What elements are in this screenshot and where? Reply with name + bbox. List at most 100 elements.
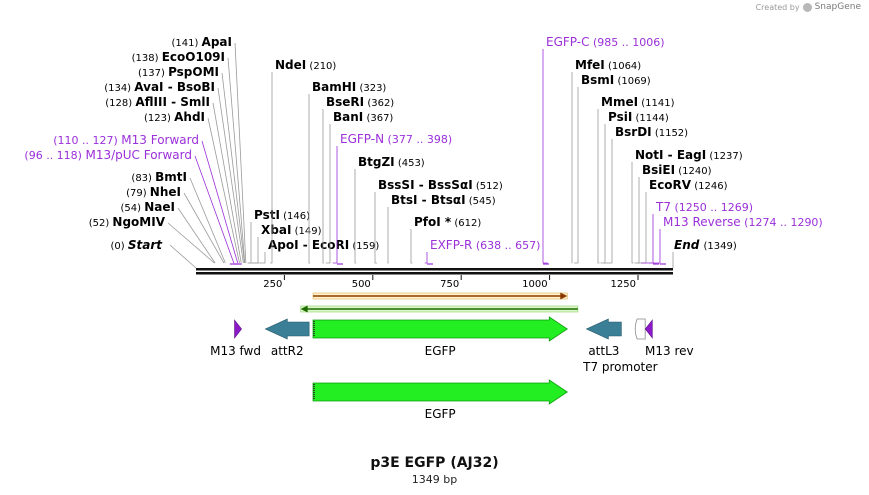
label-bsmi: BsmI (1069) bbox=[581, 73, 651, 87]
leader-apoi-ecori bbox=[252, 252, 266, 264]
leader-start bbox=[169, 244, 197, 269]
leader-pspomi bbox=[221, 72, 245, 264]
leader-nhei bbox=[183, 192, 225, 264]
feature-egfp bbox=[312, 316, 568, 342]
feature-label-m13-fwd: M13 fwd bbox=[210, 344, 261, 358]
feature-attr2 bbox=[264, 318, 310, 340]
label-afliii-smli: (128) AflIII - SmlI bbox=[105, 95, 210, 109]
label-bsrdi: BsrDI (1152) bbox=[615, 125, 688, 139]
credit-prefix: Created by bbox=[755, 2, 800, 12]
leader-ndei bbox=[270, 72, 273, 264]
label-bsssi-bsss-i: BssSI - BssSαI (512) bbox=[378, 178, 503, 192]
translation-egfp bbox=[312, 379, 568, 405]
translation-label: EGFP bbox=[425, 407, 456, 421]
leader-ahdi bbox=[207, 117, 240, 264]
feature-label-egfp: EGFP bbox=[425, 344, 456, 358]
leader-egfp-n bbox=[332, 146, 338, 264]
label-t7: T7 (1250 .. 1269) bbox=[655, 200, 753, 214]
label-ecorv: EcoRV (1246) bbox=[649, 178, 728, 192]
leader-noti-eagi bbox=[631, 162, 634, 264]
label-nhei: (79) NheI bbox=[126, 185, 181, 199]
label-noti-eagi: NotI - EagI (1237) bbox=[635, 148, 743, 162]
credit-brand: SnapGene bbox=[814, 2, 861, 12]
leader-bmti bbox=[189, 177, 226, 264]
tick-label: 1000 bbox=[522, 279, 547, 290]
leader-btsi-bts-i bbox=[387, 207, 389, 264]
leader-psii bbox=[600, 124, 606, 264]
map-length: 1349 bp bbox=[411, 473, 458, 486]
feature-label-m13-rev: M13 rev bbox=[645, 344, 694, 358]
orf-reverse-arrowhead bbox=[300, 305, 308, 313]
snapgene-credit: Created by SnapGene bbox=[756, 2, 861, 12]
label-apai: (141) ApaI bbox=[171, 35, 232, 49]
tick-label: 250 bbox=[263, 279, 282, 290]
label-btgzi: BtgZI (453) bbox=[358, 155, 425, 169]
leader-bsrdi bbox=[603, 139, 613, 264]
label-ahdi: (123) AhdI bbox=[144, 110, 205, 124]
leader-bseri bbox=[322, 109, 325, 264]
leader-naei bbox=[177, 207, 216, 264]
leader-m13-reverse bbox=[649, 229, 661, 264]
label-ngomiv: (52) NgoMIV bbox=[89, 215, 166, 229]
snapgene-logo-icon bbox=[802, 2, 812, 12]
label-mmei: MmeI (1141) bbox=[601, 95, 675, 109]
leader-m13-puc-forward bbox=[194, 155, 235, 264]
label-m13-puc-forward: (96 .. 118) M13/pUC Forward bbox=[24, 148, 192, 162]
label-m13-reverse: M13 Reverse (1274 .. 1290) bbox=[663, 215, 823, 229]
leader-apai bbox=[234, 42, 247, 264]
label-exfp-r: EXFP-R (638 .. 657) bbox=[430, 238, 540, 252]
map-title: p3E EGFP (AJ32) bbox=[370, 455, 499, 471]
label-ecoo109i: (138) EcoO109I bbox=[132, 50, 225, 64]
label-bmti: (83) BmtI bbox=[131, 170, 187, 184]
tick-label: 1250 bbox=[611, 279, 636, 290]
leader-bani bbox=[325, 124, 331, 264]
tick-label: 500 bbox=[352, 279, 371, 290]
leader-ngomiv bbox=[167, 222, 215, 264]
label-egfp-c: EGFP-C (985 .. 1006) bbox=[546, 35, 665, 49]
leader-xbai bbox=[248, 237, 259, 264]
label-naei: (54) NaeI bbox=[121, 200, 175, 214]
label-pfoi: PfoI * (612) bbox=[414, 215, 481, 229]
feature-m13-rev bbox=[644, 319, 653, 339]
tick-label: 750 bbox=[440, 279, 459, 290]
feature-label-attl3: attL3 bbox=[588, 344, 619, 358]
label-bani: BanI (367) bbox=[333, 110, 393, 124]
leader-bsmi bbox=[573, 87, 579, 264]
leader-psti bbox=[247, 222, 252, 264]
label-pspomi: (137) PspOMI bbox=[138, 65, 219, 79]
label-ndei: NdeI (210) bbox=[275, 58, 336, 72]
orf-forward-arrowhead bbox=[560, 292, 568, 300]
label-bseri: BseRI (362) bbox=[326, 95, 394, 109]
label-psti: PstI (146) bbox=[254, 208, 310, 222]
leader-bsiei bbox=[634, 177, 640, 264]
backbone-bottom-strand bbox=[196, 272, 673, 275]
leader-egfp-c bbox=[542, 49, 548, 264]
leader-exfp-r bbox=[424, 252, 428, 264]
leader-bsssi-bsss-i bbox=[374, 192, 378, 264]
leader-bamhi bbox=[308, 94, 311, 264]
leader-btgzi bbox=[354, 169, 357, 264]
label-xbai: XbaI (149) bbox=[261, 223, 322, 237]
leader-avai-bsobi bbox=[217, 87, 244, 264]
leader-ecorv bbox=[636, 192, 647, 264]
label-m13-forward: (110 .. 127) M13 Forward bbox=[53, 133, 199, 147]
leader-afliii-smli bbox=[212, 102, 242, 264]
label-btsi-bts-i: BtsI - BtsαI (545) bbox=[391, 193, 496, 207]
leader-mmei bbox=[597, 109, 600, 264]
label-avai-bsobi: (134) AvaI - BsoBI bbox=[104, 80, 215, 94]
label-end: End (1349) bbox=[674, 238, 737, 252]
label-egfp-n: EGFP-N (377 .. 398) bbox=[340, 132, 452, 146]
label-start: (0) Start bbox=[111, 238, 164, 252]
feature-t7-promoter bbox=[634, 318, 646, 340]
feature-attl3 bbox=[585, 318, 622, 340]
leader-pfoi bbox=[410, 229, 413, 264]
feature-m13-fwd bbox=[234, 319, 242, 339]
feature-label-t7-promoter: T7 promoter bbox=[582, 360, 658, 374]
label-mfei: MfeI (1064) bbox=[575, 58, 641, 72]
label-bamhi: BamHI (323) bbox=[312, 80, 386, 94]
backbone-top-strand bbox=[196, 268, 673, 271]
label-apoi-ecori: ApoI - EcoRI (159) bbox=[268, 238, 379, 252]
label-bsiei: BsiEI (1240) bbox=[642, 163, 712, 177]
leader-m13-forward bbox=[201, 140, 239, 264]
